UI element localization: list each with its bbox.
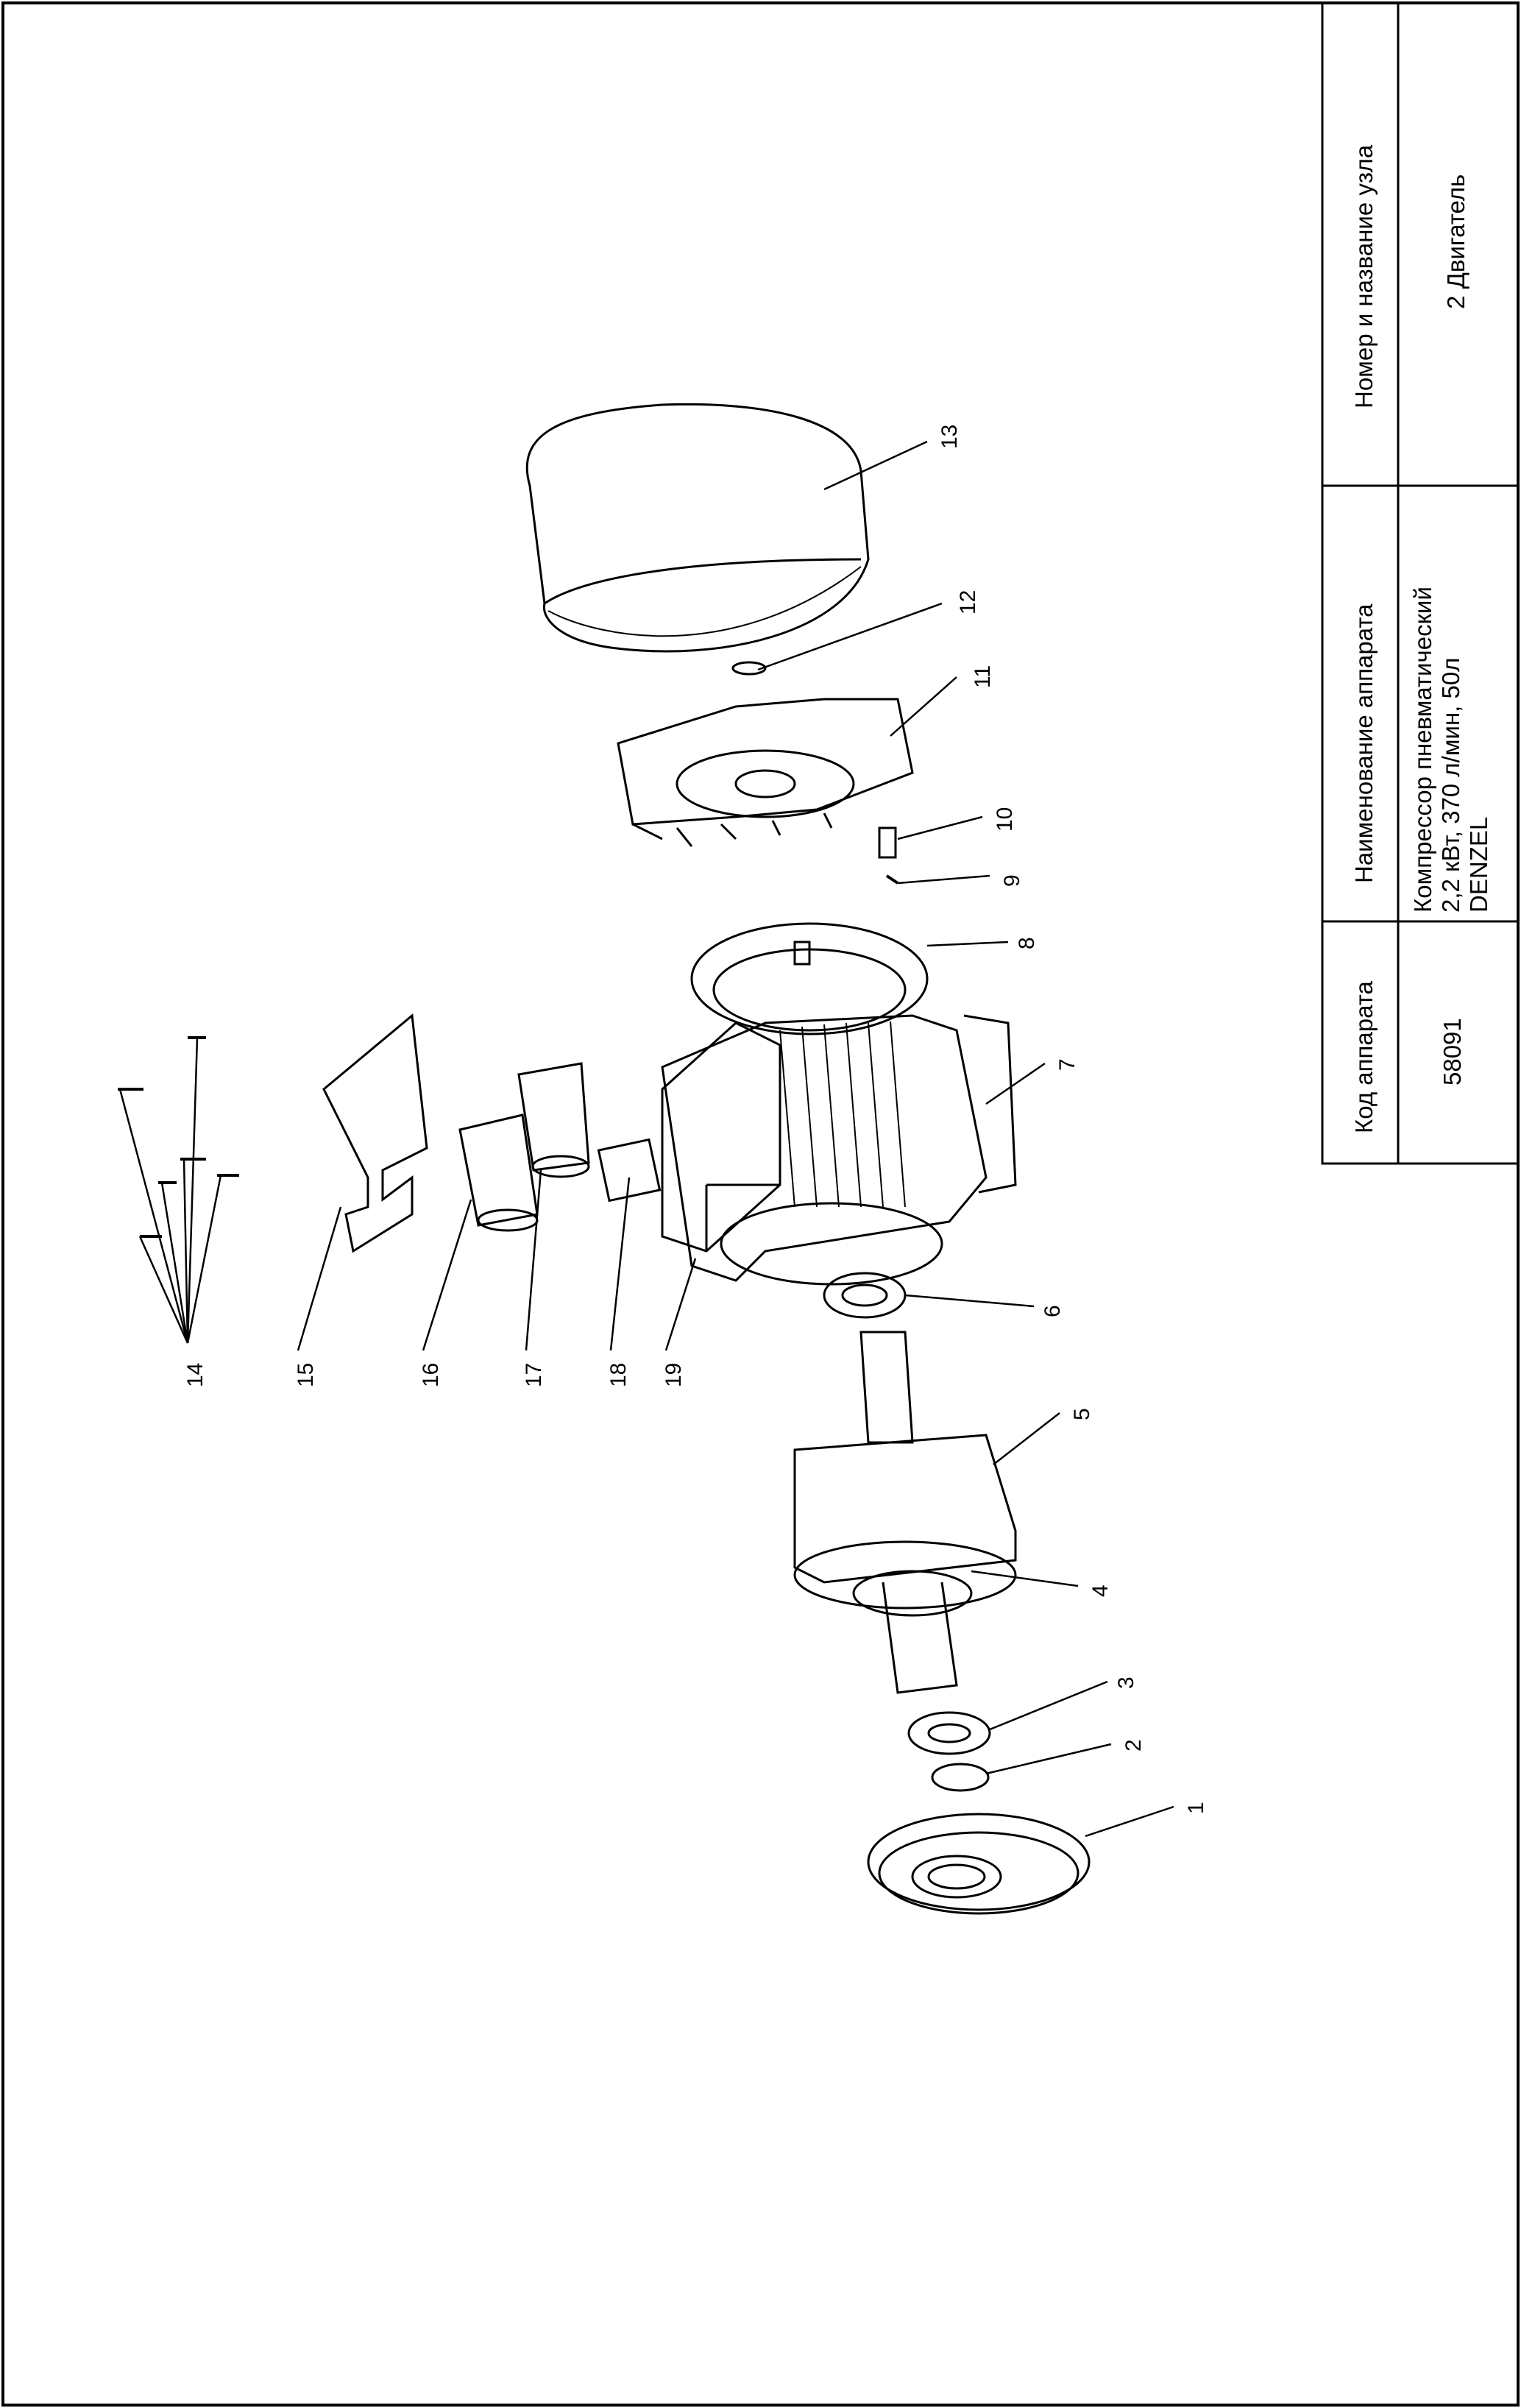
header-code: Код аппарата	[1350, 981, 1378, 1133]
callout-13: 13	[937, 425, 962, 449]
terminal-box-part	[661, 1021, 781, 1253]
callout-17: 17	[522, 1363, 546, 1387]
apparatus-name-line2: 2,2 кВт, 370 л/мин, 50л	[1437, 657, 1464, 913]
callout-2: 2	[1121, 1739, 1146, 1752]
header-node: Номер и название узла	[1350, 144, 1378, 408]
callout-3: 3	[1114, 1676, 1138, 1689]
callout-7: 7	[1055, 1058, 1079, 1071]
front-bearing-part	[907, 1711, 991, 1755]
callout-19: 19	[662, 1363, 686, 1387]
leader-lines	[118, 440, 1174, 1838]
callout-6: 6	[1040, 1305, 1065, 1317]
apparatus-name-line3: DENZEL	[1465, 816, 1492, 913]
fan-impeller-part	[617, 698, 914, 847]
callout-15: 15	[294, 1363, 318, 1387]
callout-16: 16	[419, 1363, 443, 1387]
rear-bearing-part	[823, 1272, 907, 1319]
start-capacitor-part	[458, 1113, 539, 1232]
end-shield-part	[690, 922, 929, 1035]
apparatus-code: 58091	[1439, 1018, 1466, 1086]
node-name: 2 Двигатель	[1442, 174, 1469, 309]
balance-ring-part	[852, 1570, 973, 1617]
title-block	[1321, 1, 1520, 1165]
callout-18: 18	[606, 1363, 631, 1387]
oil-seal-part	[931, 1763, 990, 1792]
callout-1: 1	[1184, 1802, 1208, 1814]
callout-14: 14	[183, 1363, 208, 1387]
screws-part	[118, 1036, 239, 1238]
callout-12: 12	[956, 590, 980, 615]
callout-8: 8	[1015, 937, 1039, 949]
callout-4: 4	[1088, 1584, 1113, 1597]
callout-numbers: 13 12 11 10 9 8 7 6 5 4 3 2 1 14 15 16 1…	[183, 425, 1208, 1814]
stator-housing-part	[661, 1014, 1017, 1286]
switch-part	[597, 1138, 662, 1203]
front-flange-part	[867, 1813, 1091, 1915]
fan-cover-part	[525, 403, 870, 653]
exploded-view	[118, 403, 1091, 1915]
cover-plate-part	[322, 1013, 428, 1253]
callout-10: 10	[993, 807, 1017, 832]
apparatus-name-line1: Компрессор пневматический	[1409, 587, 1436, 913]
rotor-part	[793, 1331, 1017, 1694]
header-name: Наименование аппарата	[1350, 603, 1378, 883]
shaft-key-part	[878, 826, 897, 859]
callout-5: 5	[1070, 1408, 1094, 1420]
retaining-clip-part	[731, 661, 767, 676]
run-capacitor-part	[517, 1062, 590, 1178]
pin-part	[885, 874, 899, 885]
callout-9: 9	[1000, 874, 1024, 887]
callout-11: 11	[971, 665, 995, 688]
